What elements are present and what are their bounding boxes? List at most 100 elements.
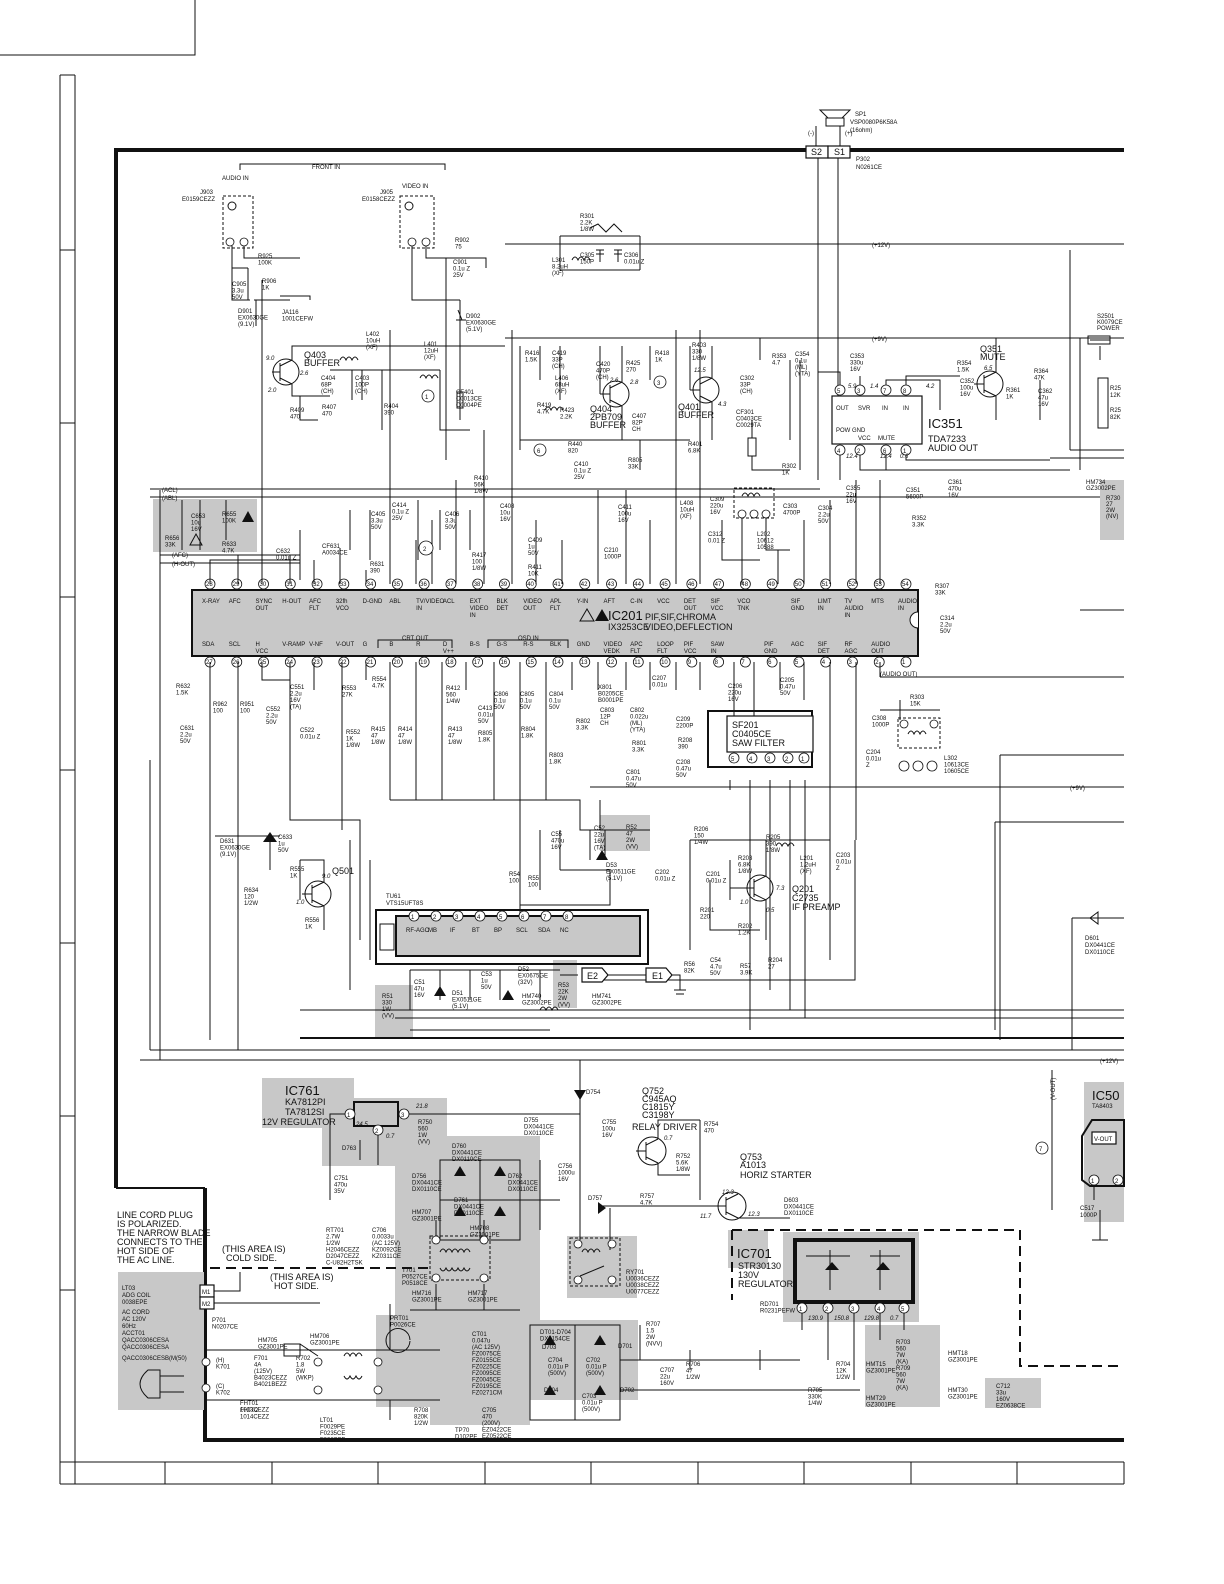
ic761-part2: TA7812SI: [285, 1107, 324, 1117]
ic201-bottom-pins: 27SDA26SCL25HVCC24V-RAMP23V-NF22V-OUT21G…: [202, 642, 912, 668]
part-label-r655: R655: [222, 512, 237, 518]
tu61-pin-number: 2: [433, 915, 437, 921]
part-label-ry701: U0038CEZZ: [626, 1283, 660, 1289]
q753-ref: Q753: [740, 1152, 762, 1162]
part-label-rt701: D2047CEZZ: [326, 1254, 360, 1260]
part-label-ja116: JA116: [282, 310, 299, 316]
ic201-bottom-pin-label: PIF: [684, 642, 694, 648]
part-label-c206: 16V: [728, 697, 739, 703]
l301-filter: [559, 223, 641, 271]
part-label-c551: 2.2u: [290, 692, 302, 698]
part-label-r634: 1/2W: [244, 901, 258, 907]
part-label-r206: R206: [694, 827, 709, 833]
part-label-r54: 100: [509, 879, 520, 885]
part-label-c404: 68P: [321, 383, 332, 389]
part-label-l402: L402: [366, 332, 380, 338]
part-label-c210: C210: [604, 548, 619, 554]
part-label-r364: 47K: [1034, 376, 1045, 382]
part-label-r925: R925: [258, 254, 273, 260]
part-label-c419: C419: [552, 351, 567, 357]
s2501-part: K0079CE: [1097, 320, 1123, 326]
part-label-r206: 1/4W: [694, 840, 708, 846]
part-label-c705: 470: [482, 1415, 493, 1421]
part-label-c420: C420: [596, 362, 611, 368]
ic201-bottom-pin-label: VIDEO: [604, 642, 623, 648]
part-label-r302: R302: [782, 464, 797, 470]
ic201-bottom-pin-label: VCC: [256, 649, 269, 655]
part-label-r403: 1/8W: [692, 356, 706, 362]
ic701-ref: IC701: [737, 1246, 772, 1261]
rail-9v: (+9V): [872, 337, 887, 343]
ic351-pin-pow-gnd: POW GND: [836, 428, 866, 434]
ic201-bottom-pin: [418, 656, 430, 668]
ic201-top-pin: [499, 578, 510, 590]
part-label-l201: 1.2uH: [800, 863, 816, 869]
part-label-l402: (XF): [366, 345, 378, 351]
part-label-c653: 16V: [191, 527, 202, 533]
ic201-bottom-pin-number: 12: [608, 660, 615, 666]
part-label-c407: C407: [632, 414, 647, 420]
part-label-r705: 1/4W: [808, 1401, 822, 1407]
s2501-desc: POWER: [1097, 326, 1120, 332]
ic201-top-pin: [311, 578, 323, 590]
ic201-top-pin-label: AUDIO: [898, 599, 917, 605]
part-label-c755: 16V: [602, 1133, 613, 1139]
ic201-top-pin-number: 37: [447, 582, 454, 588]
part-label-r709: 560: [896, 1373, 907, 1379]
part-label-r417: 1/8W: [472, 566, 486, 572]
part-label-c308: 1000P: [872, 723, 889, 729]
c517-val: 1000P: [1080, 1213, 1097, 1219]
part-label-c632: C632: [276, 549, 291, 555]
part-label-ct01: FZ0095CE: [472, 1371, 501, 1377]
ic201-bottom-pin-label: PIF: [764, 642, 774, 648]
part-label-cf631: A0034CE: [322, 551, 348, 557]
part-label-c202: C202: [655, 870, 670, 876]
ic351-part: TDA7233: [928, 434, 966, 444]
svg-text:5: 5: [837, 389, 841, 395]
part-label-d755: DX0441CE: [524, 1125, 554, 1131]
part-label-hmt18: HMT18: [948, 1351, 968, 1357]
ic201-top-pin-label: DET: [496, 606, 508, 612]
part-label-c352: 16V: [960, 392, 971, 398]
part-label-c707: 22u: [660, 1375, 670, 1381]
part-label-c703: 0.01u P: [582, 1401, 603, 1407]
ic201-bottom-pin-label: FLT: [657, 649, 668, 655]
part-label-r418: R418: [655, 351, 670, 357]
ic201-top-pin-label: OUT: [256, 606, 269, 612]
part-label-c355: C355: [846, 486, 861, 492]
part-label-r704: 12K: [836, 1369, 847, 1375]
part-label-r708: R708: [414, 1408, 429, 1414]
part-label-c712: 160V: [996, 1397, 1010, 1403]
part-label-c314: C314: [940, 616, 955, 622]
part-label-r203: 1/8W: [738, 869, 752, 875]
part-label-hm716: GZ3001PE: [412, 1298, 442, 1304]
part-label-r203: R203: [738, 856, 753, 862]
part-label-c405: 3.3u: [371, 519, 383, 525]
part-label-rt701: C-U82H2TSK: [326, 1261, 363, 1267]
ic351-pin-vcc: VCC: [858, 436, 871, 442]
ic201-bottom-pin-label: AGC: [791, 642, 805, 648]
ic201-bottom-pin: [606, 656, 617, 668]
part-label-d603: DX0110CE: [784, 1211, 814, 1217]
voltage-reading: 0.7: [890, 1316, 899, 1322]
tu61-pin-number: 6: [521, 915, 525, 921]
t701-transformer: [410, 1220, 860, 1421]
ic701-desc2: REGULATOR: [738, 1279, 794, 1289]
part-label-l301: (XF): [552, 271, 564, 277]
sf201-ref: SF201: [732, 720, 759, 730]
part-label-r555: 1K: [290, 874, 297, 880]
part-label-f701: B4023CEZZ: [254, 1376, 287, 1382]
ic201-name: IC201: [608, 608, 643, 623]
ic201-bottom-pin-number: 2: [875, 660, 879, 666]
part-label-c302: (CH): [740, 389, 753, 395]
voltage-reading: 12.4: [880, 454, 892, 460]
r25a-val: 12K: [1110, 393, 1121, 399]
svg-text:3: 3: [857, 389, 861, 395]
part-label-r415: 1/8W: [371, 740, 385, 746]
ic201-bottom-pin-label: LOOP: [657, 642, 674, 648]
part-label-hm705: HM705: [258, 1338, 278, 1344]
part-label-c54: 50V: [710, 971, 721, 977]
part-label-d760: DX0110CE: [452, 1157, 482, 1163]
part-label-d762: DX0110CE: [508, 1187, 538, 1193]
